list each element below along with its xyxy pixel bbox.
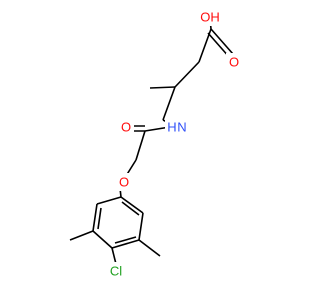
bond-c2-c3: [174, 61, 200, 88]
ring-bond-2: [92, 203, 98, 232]
atom-label-amide-hydrogen: H: [167, 120, 176, 135]
ring-bond-6: [120, 196, 144, 214]
ring-inner-2: [114, 236, 137, 244]
atom-label-ether-oxygen: O: [119, 175, 129, 190]
ring-bond-3: [92, 230, 113, 249]
ring-inner-3: [121, 201, 140, 216]
bond-c3-c4: [162, 86, 176, 121]
atom-label-chlorine: Cl: [110, 264, 122, 279]
bond-cco-ch2: [135, 130, 146, 161]
bond-c4-c5: [149, 86, 176, 89]
ring-bond-4: [111, 239, 140, 249]
atom-label-carboxyl-oxygen: O: [229, 55, 239, 70]
structure-diagram: OH O H N O O Cl: [69, 8, 242, 280]
bonds: [69, 17, 234, 269]
bond-ar-methyl-left: [69, 230, 94, 241]
atom-labels: OH O H N O O Cl: [104, 8, 242, 280]
atom-label-hydroxyl: OH: [200, 10, 220, 25]
bond-ar-methyl-right: [138, 239, 161, 257]
molecule-svg: OH O H N O O Cl: [69, 8, 242, 280]
atom-label-amide-nitrogen: N: [177, 120, 186, 135]
ring-bond-5: [138, 212, 144, 241]
ring-bond-1: [96, 196, 122, 205]
ring-inner-1: [97, 207, 102, 230]
atom-label-amide-oxygen: O: [121, 120, 131, 135]
bond-c1-c2: [198, 28, 212, 63]
bond-c1-o-double-a: [210, 28, 234, 55]
